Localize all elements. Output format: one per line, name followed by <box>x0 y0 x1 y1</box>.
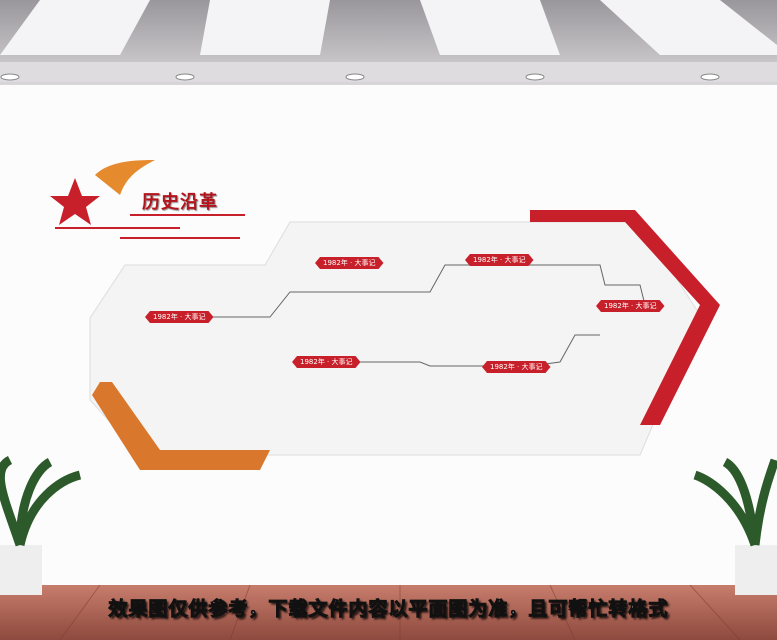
timeline-path <box>205 264 646 318</box>
timeline-tag: 1982年 · 大事记 <box>465 254 534 266</box>
timeline-tag: 1982年 · 大事记 <box>145 311 214 323</box>
plant-right <box>693 458 777 595</box>
disclaimer-caption: 效果图仅供参考，下载文件内容以平面图为准，且可帮忙转格式 <box>108 598 669 621</box>
timeline-tag: 1982年 · 大事记 <box>292 356 361 368</box>
orange-accent <box>92 382 270 470</box>
timeline-tag: 1982年 · 大事记 <box>482 361 551 373</box>
ceiling-lights <box>0 0 777 55</box>
plant-left <box>0 455 82 595</box>
timeline-tag: 1982年 · 大事记 <box>315 257 384 269</box>
red-accent <box>530 210 720 425</box>
timeline-tag: 1982年 · 大事记 <box>596 300 665 312</box>
floor <box>0 585 777 640</box>
wall-title: 历史沿革 <box>142 192 218 213</box>
star-logo <box>50 160 245 239</box>
